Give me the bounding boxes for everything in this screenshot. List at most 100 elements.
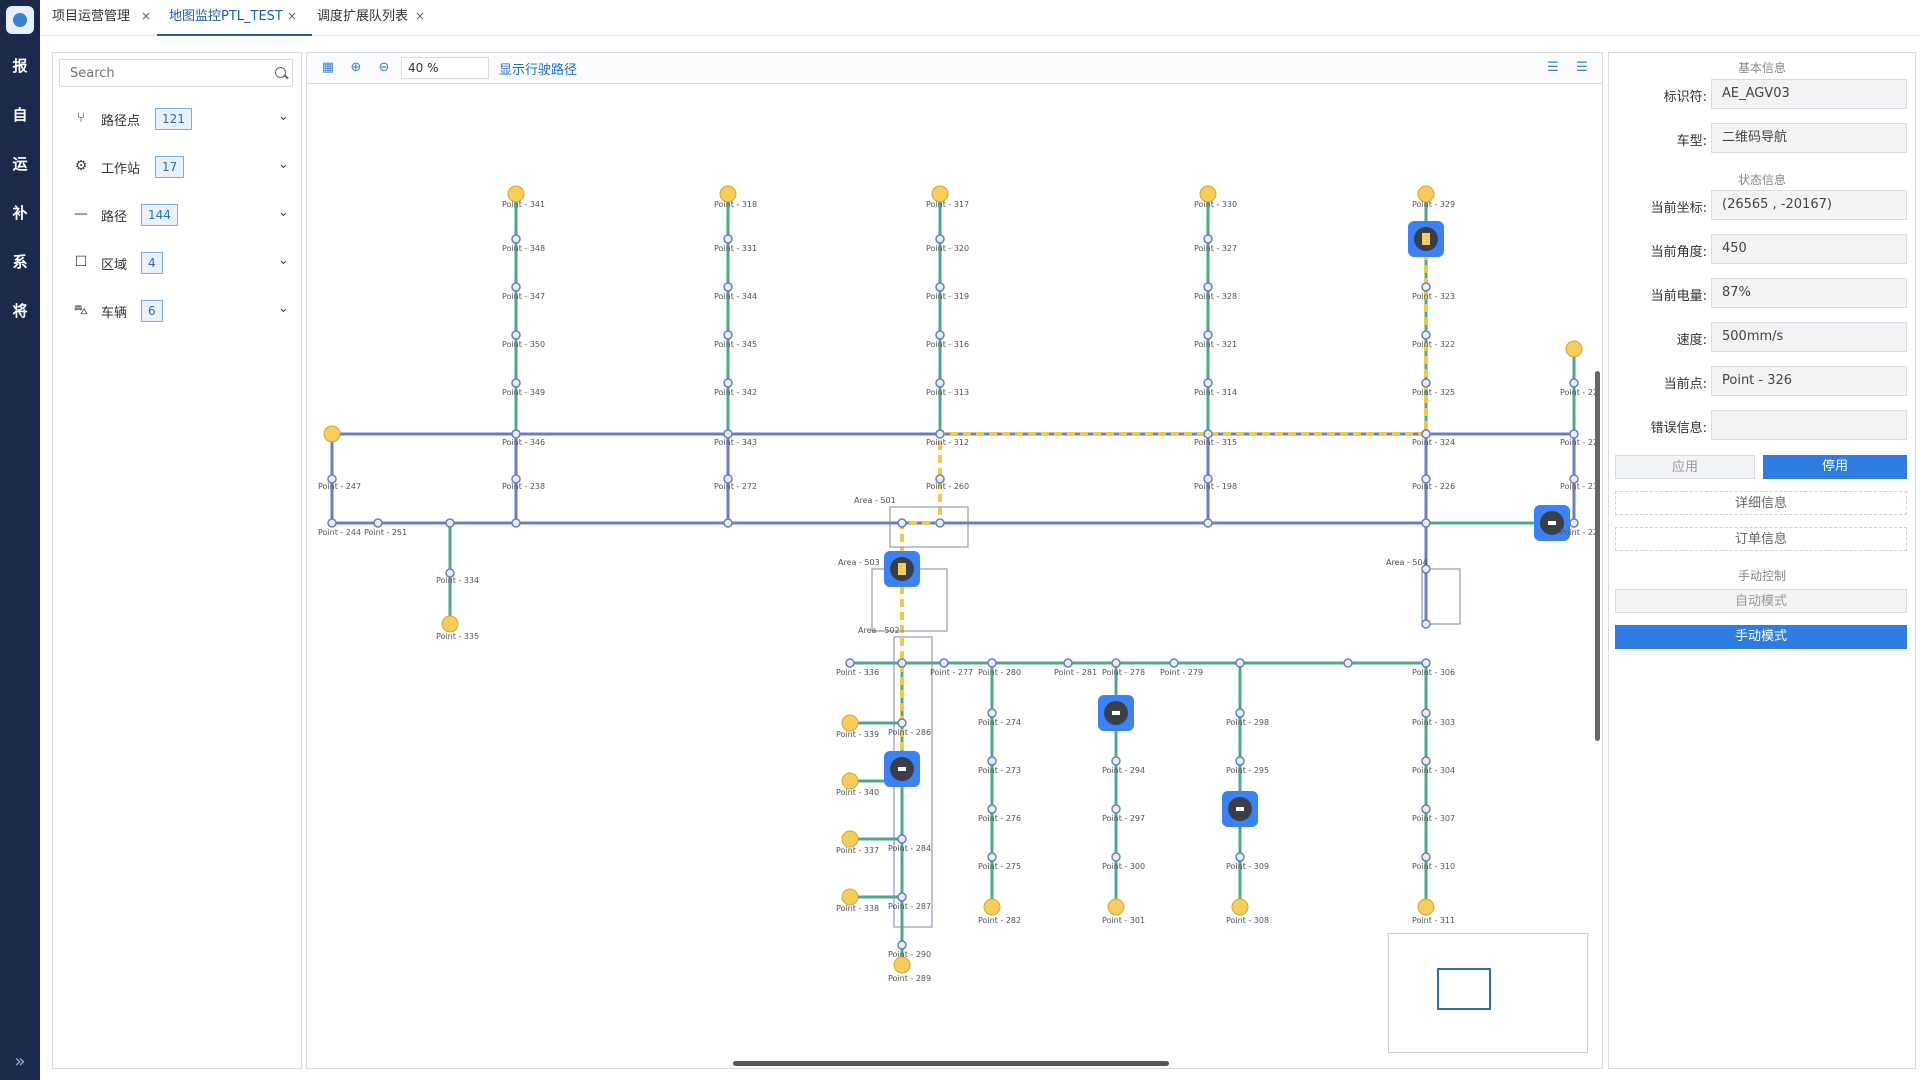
chevron-down-icon[interactable]: ⌄ [278, 301, 289, 316]
map-canvas-panel: ▦ ⊕ ⊖ 显示行驶路径 ☰ ☰ [306, 52, 1603, 1069]
nav-item-supplement[interactable]: 补 [12, 204, 28, 222]
point-label: Point - 330 [1194, 200, 1237, 209]
point-label: Point - 272 [714, 482, 757, 491]
count-badge: 6 [141, 300, 163, 322]
point-label: Point - 318 [714, 200, 757, 209]
nav-item-report[interactable]: 报 [12, 57, 28, 75]
vehicle-marker[interactable] [1098, 695, 1134, 731]
auto-mode-button[interactable]: 自动模式 [1615, 589, 1907, 613]
point-label: Point - 294 [1102, 766, 1145, 775]
tree-item-areas[interactable]: ☐ 区域 4 ⌄ [67, 251, 293, 275]
field-label: 错误信息: [1650, 421, 1707, 436]
point-label: Point - 345 [714, 340, 757, 349]
identifier-field[interactable]: AE_AGV03 [1711, 79, 1907, 109]
zoom-in-icon[interactable]: ⊕ [350, 60, 362, 75]
point-label: Point - 350 [502, 340, 545, 349]
section-title-manual: 手动控制 [1737, 569, 1786, 583]
search-icon[interactable] [275, 67, 286, 78]
battery-field[interactable]: 87% [1711, 278, 1907, 308]
tab-dispatch-queue[interactable]: 调度扩展队列表 × [305, 0, 437, 34]
point-label: Point - 219 [1560, 482, 1598, 491]
field-label: 当前坐标: [1650, 201, 1707, 216]
point-label: Point - 317 [926, 200, 969, 209]
zoom-input[interactable] [401, 57, 489, 79]
chevron-down-icon[interactable]: ⌄ [278, 205, 289, 220]
vehicle-marker[interactable] [1222, 791, 1258, 827]
nav-item-auto[interactable]: 自 [12, 106, 28, 124]
angle-field[interactable]: 450 [1711, 234, 1907, 264]
show-driving-path-toggle[interactable]: 显示行驶路径 [499, 63, 578, 78]
error-field[interactable] [1711, 410, 1907, 440]
app-nav-rail: 报 自 运 补 系 将 » [0, 0, 40, 1080]
point-label: Point - 349 [502, 388, 545, 397]
vehicle-marker[interactable] [1534, 505, 1570, 541]
nav-item-system[interactable]: 系 [12, 253, 28, 271]
stations[interactable] [323, 185, 1583, 974]
double-chevron-right-icon[interactable]: » [14, 1051, 26, 1072]
point-label: Point - 273 [978, 766, 1021, 775]
nav-item-operation[interactable]: 运 [12, 155, 28, 173]
point-label: Point - 337 [836, 846, 879, 855]
close-icon[interactable]: × [141, 9, 152, 23]
tree-item-paths[interactable]: — 路径 144 ⌄ [67, 203, 293, 227]
grid-icon[interactable]: ▦ [321, 60, 335, 75]
point-label: Point - 307 [1412, 814, 1455, 823]
green-paths [448, 194, 1576, 965]
vehicle-type-field[interactable]: 二维码导航 [1711, 123, 1907, 153]
detail-info-button[interactable]: 详细信息 [1615, 491, 1907, 515]
point-label: Point - 314 [1194, 388, 1237, 397]
chevron-down-icon[interactable]: ⌄ [278, 109, 289, 124]
point-label: Point - 323 [1412, 292, 1455, 301]
point-label: Point - 316 [926, 340, 969, 349]
car-icon: ⛍ [73, 302, 89, 318]
minimap-viewport[interactable] [1437, 968, 1491, 1010]
close-icon[interactable]: × [415, 9, 426, 23]
disable-button[interactable]: 停用 [1763, 455, 1907, 479]
point-label: Point - 251 [364, 528, 407, 537]
tree-item-waypoints[interactable]: ⑂ 路径点 121 ⌄ [67, 107, 293, 131]
section-title-status: 状态信息 [1737, 173, 1786, 187]
vertical-scrollbar[interactable] [1595, 371, 1600, 741]
blue-paths [330, 432, 1576, 624]
waypoints[interactable] [327, 234, 1579, 950]
point-label: Point - 300 [1102, 862, 1145, 871]
point-label: Point - 335 [436, 632, 479, 641]
point-label: Point - 289 [888, 974, 931, 983]
minimap[interactable] [1388, 933, 1588, 1053]
map-toolbar: ▦ ⊕ ⊖ 显示行驶路径 ☰ ☰ [307, 53, 1602, 84]
point-label: Point - 340 [836, 788, 879, 797]
nav-item-extra[interactable]: 将 [12, 302, 28, 320]
vehicles[interactable] [884, 221, 1570, 827]
areas [871, 506, 1461, 928]
vehicle-marker[interactable] [884, 551, 920, 587]
chevron-down-icon[interactable]: ⌄ [278, 157, 289, 172]
tab-map-monitor[interactable]: 地图监控PTL_TEST × [157, 0, 312, 36]
close-icon[interactable]: × [287, 9, 298, 23]
indent-right-icon[interactable]: ☰ [1576, 60, 1588, 75]
area-label: Area - 502 [858, 626, 900, 635]
search-input[interactable] [59, 59, 293, 87]
tab-project-operations[interactable]: 项目运营管理 × [40, 0, 162, 34]
agv-map[interactable]: Point - 341 Point - 348 Point - 347 Poin… [308, 89, 1598, 1064]
chevron-down-icon[interactable]: ⌄ [278, 253, 289, 268]
point-label: Point - 238 [502, 482, 545, 491]
vehicle-marker[interactable] [1408, 221, 1444, 257]
order-info-button[interactable]: 订单信息 [1615, 527, 1907, 551]
tree-item-vehicles[interactable]: ⛍ 车辆 6 ⌄ [67, 299, 293, 323]
point-label: Point - 284 [888, 844, 931, 853]
indent-left-icon[interactable]: ☰ [1547, 60, 1559, 75]
current-point-field[interactable]: Point - 326 [1711, 366, 1907, 396]
point-label: Point - 343 [714, 438, 757, 447]
tab-label: 地图监控PTL_TEST [169, 9, 283, 24]
coordinate-field[interactable]: (26565 , -20167) [1711, 190, 1907, 220]
vehicle-marker[interactable] [884, 751, 920, 787]
zoom-out-icon[interactable]: ⊖ [378, 60, 390, 75]
apply-button[interactable]: 应用 [1615, 455, 1755, 479]
tree-item-label: 工作站 [101, 162, 141, 177]
field-label: 速度: [1676, 333, 1707, 348]
point-label: Point - 329 [1412, 200, 1455, 209]
manual-mode-button[interactable]: 手动模式 [1615, 625, 1907, 649]
tree-item-workstations[interactable]: ⚙ 工作站 17 ⌄ [67, 155, 293, 179]
speed-field[interactable]: 500mm/s [1711, 322, 1907, 352]
horizontal-scrollbar[interactable] [733, 1061, 1169, 1066]
